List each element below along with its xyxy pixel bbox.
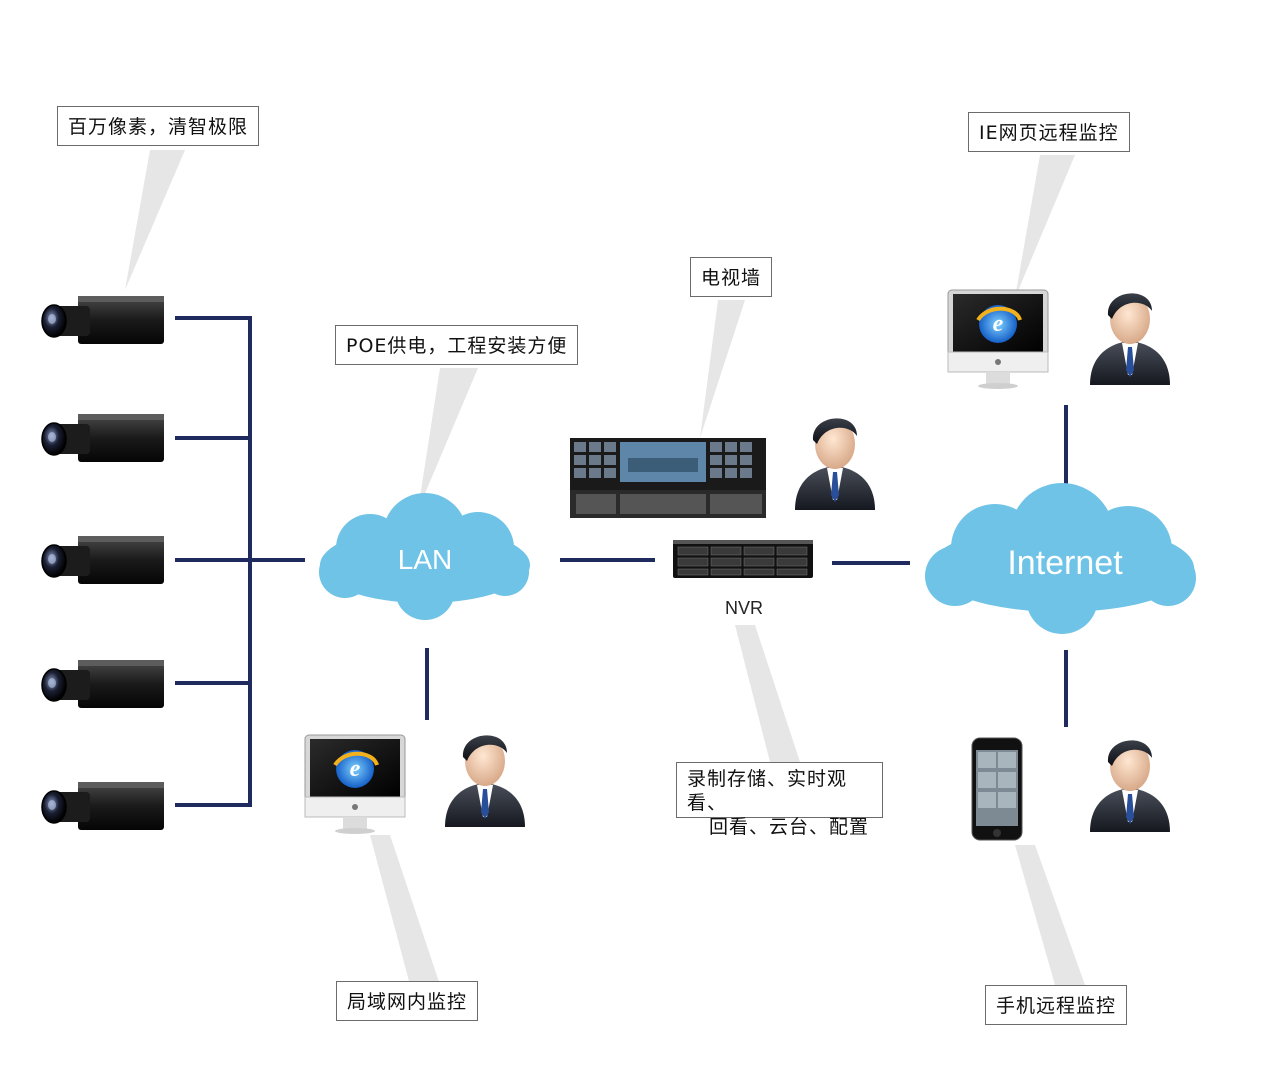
lan-monitor-callout-text: 局域网内监控 — [347, 991, 468, 1013]
nvr-functions-line-1: 录制存储、实时观看、 — [687, 768, 848, 814]
imac-ie-icon: e — [304, 734, 406, 834]
connection-lines — [175, 316, 1068, 807]
lan-monitor-callout: 局域网内监控 — [336, 981, 479, 1021]
lan-cloud-icon — [319, 493, 530, 620]
user-avatar-icon — [795, 418, 875, 510]
nvr-label: NVR — [725, 598, 764, 618]
tv-wall-callout: 电视墙 — [690, 257, 773, 297]
ip-cameras — [41, 296, 164, 830]
user-avatar-icon — [1090, 740, 1170, 832]
ie-remote-callout-text: IE网页远程监控 — [979, 122, 1119, 144]
internet-cloud-label: Internet — [1007, 544, 1123, 582]
ip-camera-icon — [41, 414, 164, 462]
poe-callout-pointer — [418, 368, 478, 510]
mobile-remote-callout: 手机远程监控 — [985, 985, 1128, 1025]
ie-callout-pointer — [1015, 155, 1075, 298]
camera-callout: 百万像素，清智极限 — [57, 106, 260, 146]
svg-text:e: e — [350, 756, 361, 782]
nvr-callout-pointer — [735, 625, 800, 762]
lan-cloud-label: LAN — [397, 544, 453, 575]
mobile-callout-pointer — [1015, 845, 1085, 985]
internet-cloud-icon — [925, 483, 1196, 634]
mobile-remote-callout-text: 手机远程监控 — [996, 995, 1117, 1017]
ip-camera-icon — [41, 296, 164, 344]
camera-callout-text: 百万像素，清智极限 — [68, 116, 249, 138]
user-avatar-icon — [1090, 293, 1170, 385]
nvr-device-icon — [673, 540, 813, 578]
nvr-functions-callout: 录制存储、实时观看、 回看、云台、配置 — [676, 762, 883, 838]
svg-text:e: e — [993, 311, 1004, 337]
lan-monitor-callout-pointer — [370, 835, 440, 985]
nvr-functions-line-2: 回看、云台、配置 — [709, 816, 870, 838]
user-avatar-icon — [445, 735, 525, 827]
camera-callout-pointer — [125, 150, 185, 290]
tv-wall-callout-text: 电视墙 — [701, 267, 762, 289]
poe-callout-text: POE供电，工程安装方便 — [346, 335, 568, 357]
ie-remote-callout: IE网页远程监控 — [968, 112, 1130, 152]
tv-wall-icon — [570, 438, 766, 518]
callout-pointers — [125, 150, 1085, 985]
tv-wall-callout-pointer — [700, 300, 745, 438]
smartphone-icon — [971, 737, 1023, 841]
ip-camera-icon — [41, 536, 164, 584]
ip-camera-icon — [41, 660, 164, 708]
poe-callout: POE供电，工程安装方便 — [335, 325, 579, 365]
imac-ie-icon: e — [947, 289, 1049, 389]
ip-camera-icon — [41, 782, 164, 830]
